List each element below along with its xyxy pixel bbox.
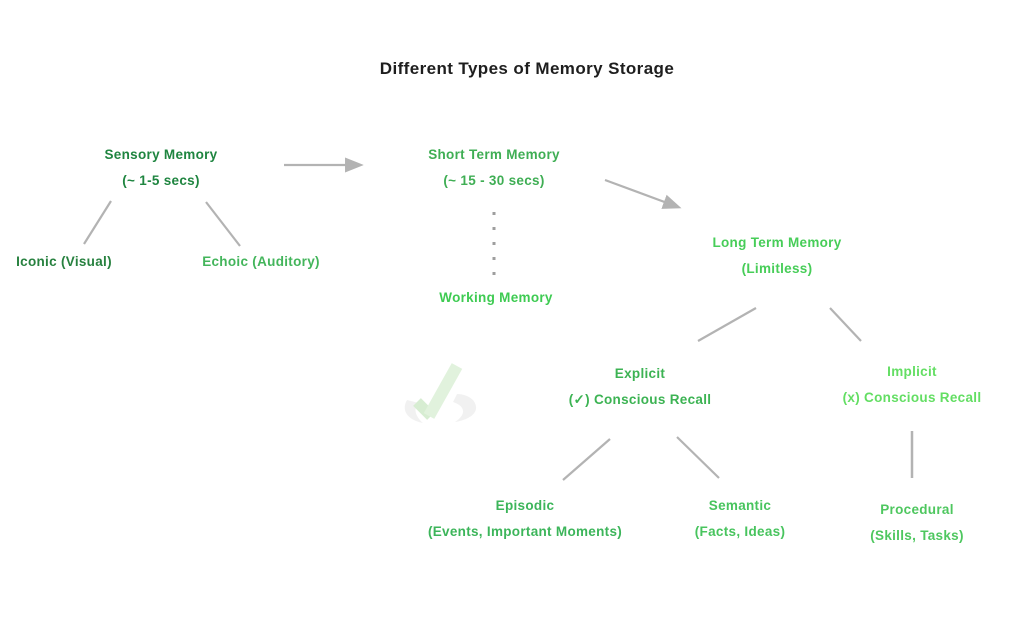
node-title: Echoic (Auditory): [202, 254, 320, 269]
node-title: Procedural: [880, 502, 954, 517]
node-short-term-memory: Short Term Memory (~ 15 - 30 secs): [428, 142, 560, 194]
node-title: Working Memory: [439, 290, 553, 305]
connector-explicit-to-episodic: [562, 438, 611, 481]
node-subtitle: (Events, Important Moments): [427, 524, 623, 539]
connector-long-term-to-implicit: [829, 307, 862, 342]
node-working-memory: Working Memory: [439, 285, 552, 311]
node-explicit: Explicit (✓) Conscious Recall: [569, 361, 712, 413]
connector-sensory-to-iconic: [83, 200, 112, 245]
node-title: Short Term Memory: [428, 147, 560, 162]
checkmark-long-stroke: [423, 363, 463, 419]
checkmark-logo-watermark: [404, 363, 477, 423]
node-echoic-auditory: Echoic (Auditory): [202, 249, 320, 275]
node-title: Sensory Memory: [104, 147, 218, 162]
node-subtitle: (x) Conscious Recall: [842, 390, 982, 405]
connector-long-term-to-explicit: [697, 307, 757, 342]
node-title: Explicit: [614, 366, 666, 381]
node-subtitle: (Limitless): [741, 261, 813, 276]
node-subtitle: (Skills, Tasks): [870, 528, 964, 543]
node-semantic: Semantic (Facts, Ideas): [695, 493, 785, 545]
node-sensory-memory: Sensory Memory (~ 1-5 secs): [105, 142, 218, 194]
swoosh-right: [453, 394, 477, 422]
node-title: Episodic: [495, 498, 555, 513]
node-subtitle: (~ 1-5 secs): [122, 173, 200, 188]
node-episodic: Episodic (Events, Important Moments): [428, 493, 622, 545]
node-subtitle: (Facts, Ideas): [694, 524, 786, 539]
node-title: Iconic (Visual): [16, 254, 112, 269]
node-implicit: Implicit (x) Conscious Recall: [843, 359, 982, 411]
node-title: Long Term Memory: [712, 235, 842, 250]
connector-explicit-to-semantic: [676, 436, 720, 479]
node-iconic-visual: Iconic (Visual): [16, 249, 112, 275]
connector-sensory-to-echoic: [205, 201, 241, 247]
node-title: Semantic: [708, 498, 772, 513]
node-title: Implicit: [887, 364, 937, 379]
node-subtitle: (~ 15 - 30 secs): [443, 173, 545, 188]
diagram-title: Different Types of Memory Storage: [379, 59, 675, 78]
connector-short-term-to-long-term-arrow: [604, 178, 682, 209]
node-long-term-memory: Long Term Memory (Limitless): [712, 230, 841, 282]
swoosh-left: [404, 400, 423, 423]
node-procedural: Procedural (Skills, Tasks): [870, 497, 964, 549]
node-subtitle: (✓) Conscious Recall: [568, 392, 712, 407]
